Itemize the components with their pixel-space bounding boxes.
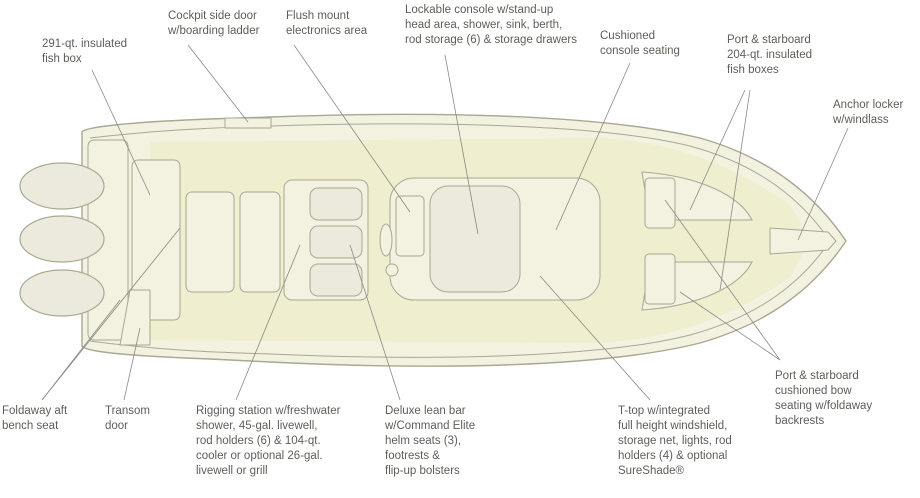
callout-cockpit-side-door: Cockpit side door w/boarding ladder — [168, 9, 259, 39]
transom-door-shape — [119, 289, 151, 346]
callout-line: Cushioned — [600, 30, 655, 42]
callout-line: SureShade® — [618, 465, 685, 477]
callout-rigging-station: Rigging station w/freshwater shower, 45-… — [196, 404, 340, 479]
callout-line: full height windshield, — [618, 420, 728, 432]
engine-starboard — [19, 269, 105, 317]
callout-line: flip-up bolsters — [385, 465, 460, 477]
callout-line: bench seat — [2, 420, 59, 432]
bow-fishbox-port — [644, 177, 676, 229]
callout-line: Port & starboard — [775, 370, 859, 382]
leader-transom — [123, 327, 141, 401]
leader-anchor — [797, 127, 849, 241]
callout-line: seating w/foldaway — [775, 400, 873, 412]
callout-line: holders (4) & optional — [618, 450, 728, 462]
callout-fish-box-291: 291-qt. insulated fish box — [42, 37, 127, 67]
engine-center — [19, 215, 105, 263]
callout-lockable-console: Lockable console w/stand-up head area, s… — [405, 3, 577, 48]
electronics-panel — [395, 195, 425, 257]
callout-line: w/boarding ladder — [168, 25, 260, 37]
callout-line: storage net, lights, rod — [618, 435, 732, 447]
callout-line: rod storage (6) & storage drawers — [405, 34, 577, 46]
callout-line: cooler or optional 26-gal. — [196, 450, 323, 462]
callout-port-starboard-fish-boxes: Port & starboard 204-qt. insulated fish … — [727, 33, 812, 78]
leader-rigging — [235, 244, 301, 401]
callout-flush-mount-electronics: Flush mount electronics area — [286, 9, 367, 39]
leader-bow-2 — [679, 291, 781, 361]
callout-line: T-top w/integrated — [618, 405, 711, 417]
console-top — [429, 185, 521, 293]
leader-console — [444, 54, 479, 235]
callout-line: Anchor locker — [833, 99, 904, 111]
callout-line: w/windlass — [833, 114, 889, 126]
steering-wheel — [379, 223, 393, 257]
callout-anchor-locker: Anchor locker w/windlass — [833, 98, 903, 128]
side-door-shape — [224, 117, 272, 129]
callout-line: footrests & — [385, 450, 440, 462]
callout-line: backrests — [775, 415, 825, 427]
leader-fishbox-1 — [689, 89, 746, 211]
callout-transom-door: Transom door — [105, 404, 150, 434]
callout-line: helm seats (3), — [385, 435, 462, 447]
callout-line: console seating — [600, 45, 680, 57]
callout-line: Port & starboard — [727, 34, 811, 46]
callout-line: door — [105, 420, 129, 432]
leader-side-door — [187, 44, 249, 123]
callout-t-top: T-top w/integrated full height windshiel… — [618, 404, 732, 479]
bow-fishbox-starboard — [644, 253, 676, 305]
leader-aft-bench-2 — [41, 227, 181, 401]
callout-line: 291-qt. insulated — [42, 38, 128, 50]
outboard-engines — [19, 162, 105, 317]
callout-line: Transom — [105, 405, 150, 417]
callout-cushioned-console-seating: Cushioned console seating — [600, 29, 680, 59]
callout-line: Cockpit side door — [168, 10, 257, 22]
helm-seat-2 — [309, 225, 363, 259]
aft-fish-box — [131, 159, 181, 321]
cockpit-furniture — [185, 179, 369, 301]
callout-bow-seating: Port & starboard cushioned bow seating w… — [775, 369, 872, 429]
leader-electronics — [293, 44, 411, 213]
callout-foldaway-aft-bench: Foldaway aft bench seat — [2, 404, 67, 434]
bow-area — [641, 171, 837, 311]
callout-line: Flush mount — [286, 10, 350, 22]
rigging-station-shape — [185, 191, 235, 293]
center-console — [379, 177, 601, 301]
callout-line: Rigging station w/freshwater — [196, 405, 341, 417]
cooler-shape — [239, 191, 281, 293]
leader-t-top — [539, 275, 651, 401]
callout-line: livewell or grill — [196, 465, 268, 477]
leader-fishbox-2 — [719, 89, 751, 291]
callout-line: Deluxe lean bar — [385, 405, 466, 417]
throttle — [385, 263, 399, 277]
callout-deluxe-lean-bar: Deluxe lean bar w/Command Elite helm sea… — [385, 404, 475, 479]
leader-lines — [41, 44, 849, 401]
anchor-locker-shape — [769, 227, 837, 255]
callout-line: Lockable console w/stand-up — [405, 4, 554, 16]
leader-fish-box-291 — [91, 69, 151, 196]
leader-lean-bar — [349, 244, 401, 401]
engine-port — [19, 162, 105, 210]
callout-line: shower, 45-gal. livewell, — [196, 420, 318, 432]
helm-seat-1 — [309, 187, 363, 221]
leader-bow-1 — [664, 199, 781, 361]
callout-line: fish boxes — [727, 64, 779, 76]
callout-line: rod holders (6) & 104-qt. — [196, 435, 321, 447]
callout-line: 204-qt. insulated — [727, 49, 813, 61]
helm-seat-3 — [309, 263, 363, 297]
callout-line: head area, shower, sink, berth, — [405, 19, 563, 31]
callout-line: electronics area — [286, 25, 368, 37]
callout-line: w/Command Elite — [385, 420, 476, 432]
leader-console-seating — [555, 62, 631, 231]
callout-line: fish box — [42, 53, 82, 65]
callout-line: cushioned bow — [775, 385, 852, 397]
callout-line: Foldaway aft — [2, 405, 68, 417]
